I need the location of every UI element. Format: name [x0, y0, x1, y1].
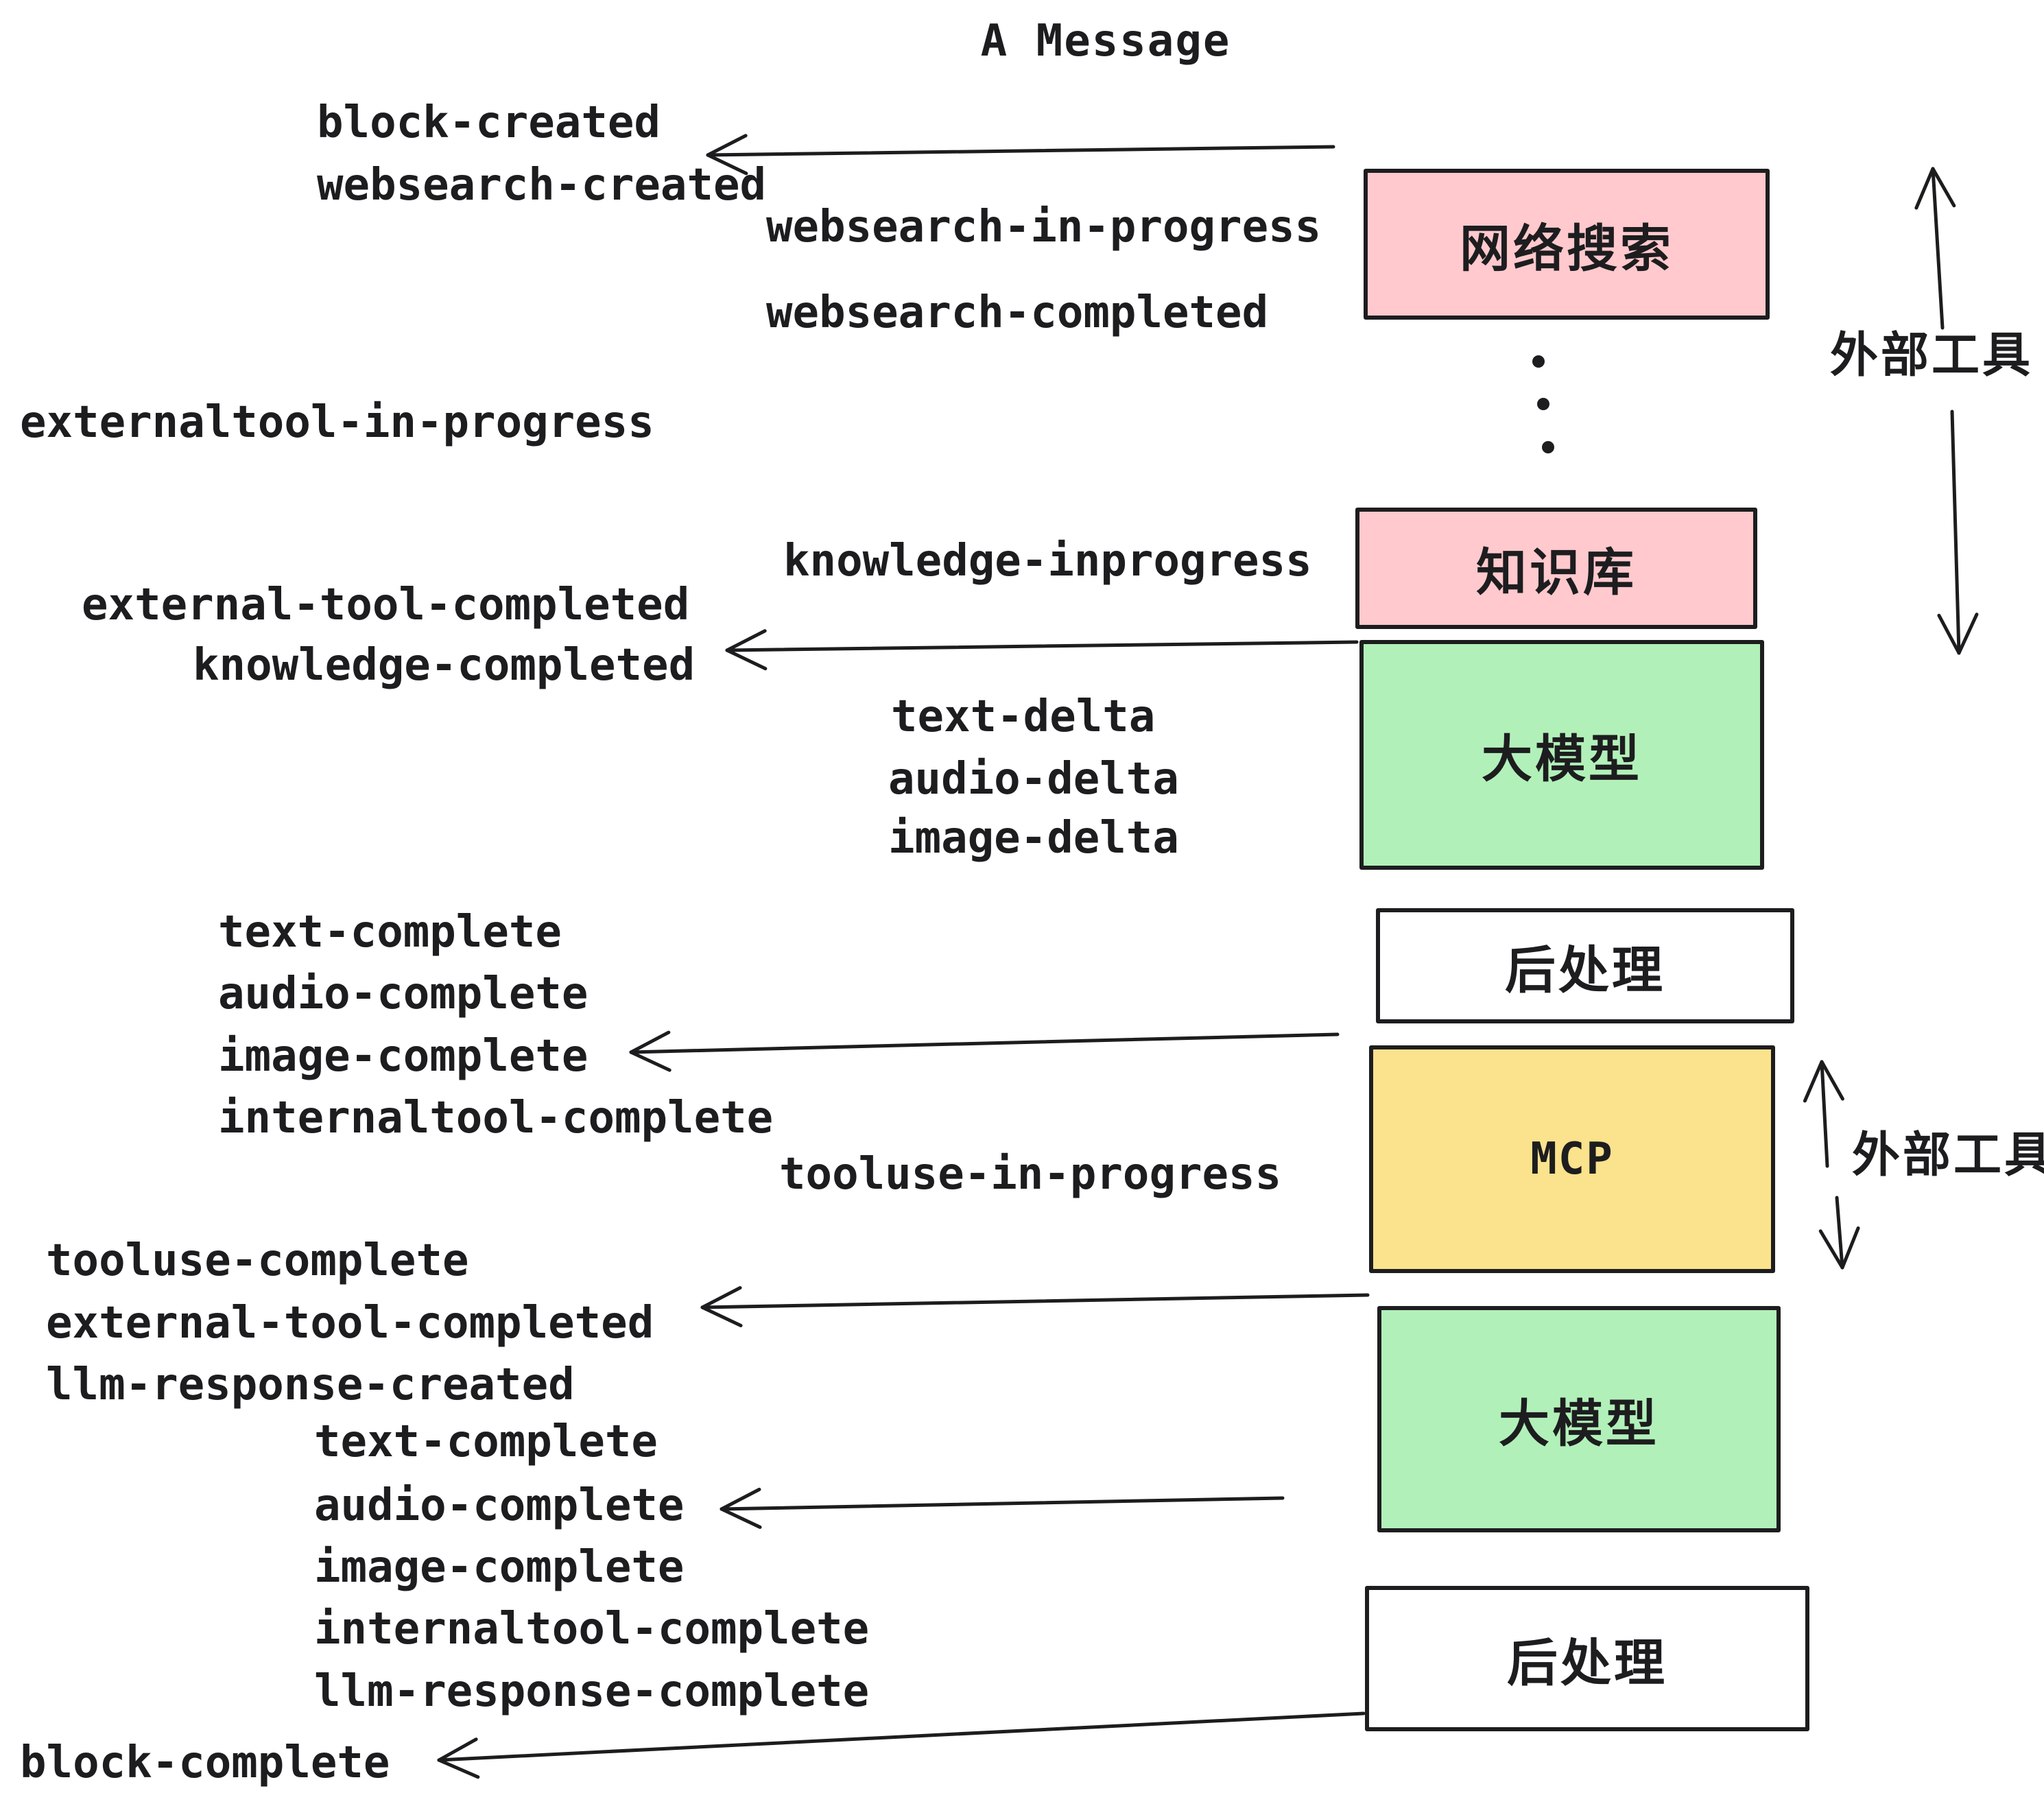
ellipsis-dots	[1532, 355, 1554, 453]
flow-box-llm-2: 大模型	[1377, 1306, 1781, 1532]
arrow-to-image-complete	[629, 1030, 1340, 1072]
flow-box-label-llm-2: 大模型	[1499, 1394, 1659, 1453]
arrow-external-tools-1-down	[1937, 410, 1979, 655]
ellipsis-dot	[1542, 441, 1554, 453]
flow-box-websearch: 网络搜索	[1364, 169, 1770, 320]
event-label-knowledge-inprogress: knowledge-inprogress	[783, 536, 1312, 586]
arrow-external-tools-2-up	[1803, 1060, 1844, 1168]
side-label-external-tools-2: 外部工具	[1852, 1126, 2044, 1183]
event-label-websearch-completed: websearch-completed	[766, 287, 1269, 338]
event-label-text-complete-2: text-complete	[314, 1416, 658, 1467]
diagram-title: A Message	[980, 16, 1231, 67]
event-label-internaltool-complete-1: internaltool-complete	[218, 1093, 774, 1143]
event-label-block-complete: block-complete	[20, 1737, 390, 1788]
flow-box-label-knowledge: 知识库	[1476, 543, 1637, 602]
event-label-llm-response-created: llm-response-created	[46, 1360, 575, 1410]
arrow-to-tooluse-complete	[700, 1285, 1370, 1327]
arrow-to-block-complete	[437, 1711, 1366, 1779]
event-label-externaltool-in-progress: externaltool-in-progress	[20, 397, 654, 448]
arrow-to-knowledge-completed	[725, 629, 1359, 671]
event-label-audio-delta-1: audio-delta	[888, 754, 1179, 805]
event-label-block-created: block-created	[317, 97, 661, 148]
event-label-external-tool-completed-2: external-tool-completed	[46, 1298, 654, 1349]
event-label-tooluse-complete: tooluse-complete	[46, 1235, 469, 1286]
flow-box-llm-1: 大模型	[1359, 640, 1764, 870]
arrow-to-audio-complete-2	[720, 1487, 1285, 1529]
event-label-external-tool-completed-1: external-tool-completed	[82, 580, 690, 630]
flow-box-knowledge: 知识库	[1355, 508, 1757, 629]
side-label-external-tools-1: 外部工具	[1830, 327, 2033, 383]
event-label-text-complete-1: text-complete	[218, 907, 562, 958]
flow-box-label-llm-1: 大模型	[1482, 730, 1642, 789]
arrow-to-block-created	[706, 134, 1335, 176]
event-label-knowledge-completed: knowledge-completed	[193, 640, 696, 691]
event-label-websearch-in-progress: websearch-in-progress	[766, 202, 1322, 252]
flow-box-label-mcp: MCP	[1530, 1134, 1614, 1185]
event-label-audio-complete-2: audio-complete	[314, 1480, 685, 1531]
event-label-image-complete-1: image-complete	[218, 1031, 589, 1082]
event-label-image-complete-2: image-complete	[314, 1542, 685, 1593]
arrow-external-tools-1-up	[1914, 167, 1956, 330]
event-label-llm-response-complete: llm-response-complete	[314, 1666, 870, 1717]
flow-box-post-1: 后处理	[1376, 908, 1794, 1023]
flow-box-label-post-2: 后处理	[1507, 1633, 1667, 1693]
flow-box-mcp: MCP	[1369, 1045, 1775, 1273]
arrow-external-tools-2-down	[1818, 1196, 1860, 1270]
flow-box-post-2: 后处理	[1365, 1586, 1809, 1731]
ellipsis-dot	[1532, 355, 1545, 368]
event-label-internaltool-complete-2: internaltool-complete	[314, 1604, 870, 1654]
event-label-audio-complete-1: audio-complete	[218, 969, 589, 1019]
flow-box-label-websearch: 网络搜索	[1460, 219, 1674, 278]
ellipsis-dot	[1537, 398, 1549, 410]
event-label-websearch-created: websearch-created	[317, 160, 767, 211]
flow-box-label-post-1: 后处理	[1505, 940, 1665, 1000]
event-label-text-delta-1: text-delta	[891, 691, 1156, 742]
event-label-tooluse-in-progress: tooluse-in-progress	[779, 1149, 1282, 1200]
event-label-image-delta-1: image-delta	[888, 813, 1179, 864]
